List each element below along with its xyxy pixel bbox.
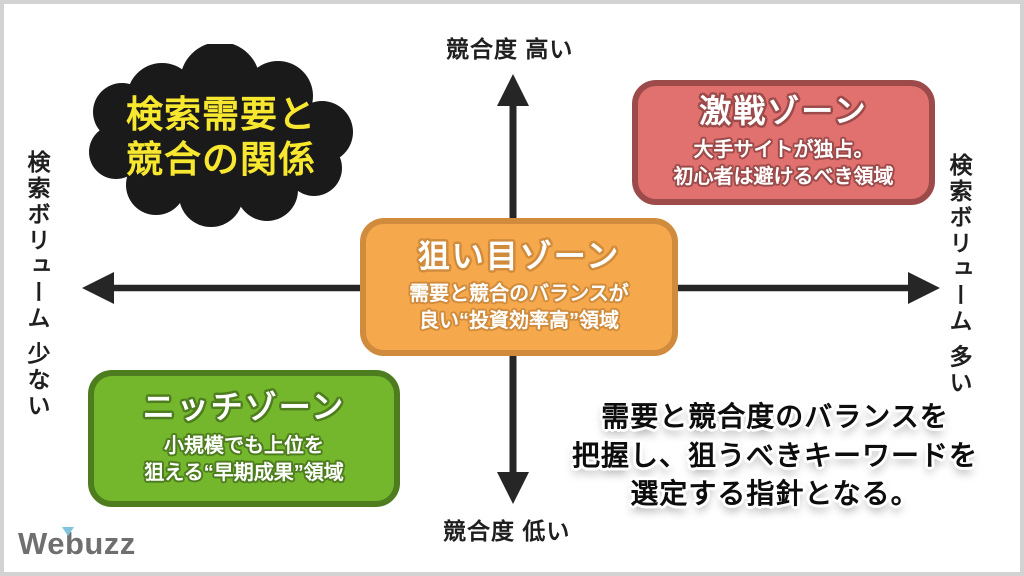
axis-label-bottom: 競合度 低い — [443, 518, 571, 544]
zone-niche-desc-line1: 小規模でも上位を — [164, 434, 324, 457]
note-line-3: 選定する指針となる。 — [630, 478, 920, 510]
axis-label-top: 競合度 高い — [446, 36, 574, 62]
note-line-1: 需要と競合度のバランスを — [601, 401, 949, 432]
zone-sweet-spot: 狙い目ゾーン 需要と競合のバランスが 良い“投資効率高”領域 — [360, 218, 678, 356]
arrow-down-icon — [497, 472, 529, 504]
zone-battle-title: 激戦ゾーン — [699, 93, 868, 130]
zone-niche-desc-line2: 狙える“早期成果”領域 — [144, 461, 344, 484]
logo-text: Webuzz — [18, 526, 136, 561]
arrow-up-icon — [497, 74, 529, 106]
summary-note: 需要と競合度のバランスを 把握し、狙うべきキーワードを 選定する指針となる。 — [560, 398, 990, 514]
cloud-shape — [89, 44, 353, 227]
zone-sweet-desc-line1: 需要と競合のバランスが — [409, 283, 629, 306]
logo-webuzz: Webuzz — [18, 526, 136, 562]
zone-battle-desc-line2: 初心者は避けるべき領域 — [673, 165, 894, 188]
axis-label-right: 検索ボリューム 多い — [946, 153, 972, 397]
zone-battle-desc: 大手サイトが独占。 初心者は避けるべき領域 — [674, 137, 894, 191]
diagram-title-line2: 競合の関係 — [126, 139, 316, 180]
arrow-left-icon — [82, 272, 114, 304]
logo-accent-icon — [62, 527, 74, 536]
diagram-title-line1: 検索需要と — [126, 93, 316, 135]
zone-battle-desc-line1: 大手サイトが独占。 — [693, 138, 874, 161]
zone-sweet-desc-line2: 良い“投資効率高”領域 — [418, 310, 619, 333]
zone-sweet-desc: 需要と競合のバランスが 良い“投資効率高”領域 — [409, 281, 629, 335]
zone-sweet-title: 狙い目ゾーン — [417, 237, 621, 274]
arrow-right-icon — [908, 272, 940, 304]
axis-label-left: 検索ボリューム 少ない — [24, 150, 50, 420]
zone-niche: ニッチゾーン 小規模でも上位を 狙える“早期成果”領域 — [88, 370, 400, 507]
note-line-2: 把握し、狙うべきキーワードを — [571, 439, 978, 471]
zone-niche-desc: 小規模でも上位を 狙える“早期成果”領域 — [144, 433, 343, 487]
zone-niche-title: ニッチゾーン — [142, 389, 346, 426]
zone-battle: 激戦ゾーン 大手サイトが独占。 初心者は避けるべき領域 — [632, 80, 935, 205]
diagram-title: 検索需要と 競合の関係 — [70, 44, 372, 230]
title-cloud: 検索需要と 競合の関係 — [70, 44, 372, 230]
